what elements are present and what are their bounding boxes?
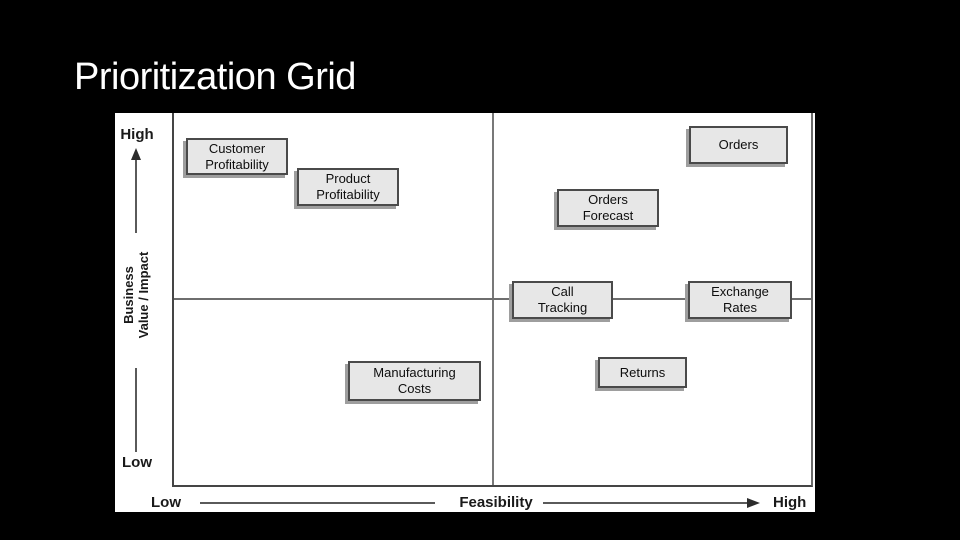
grid-box-returns: Returns xyxy=(598,357,687,388)
grid-box-orders-forecast: Orders Forecast xyxy=(557,189,659,227)
y-axis-title: Business Value / Impact xyxy=(121,251,151,339)
grid-box-label: Customer Profitability xyxy=(205,140,269,172)
grid-box-label: Orders Forecast xyxy=(582,192,634,223)
x-axis-high-label: High xyxy=(773,494,807,511)
grid-box-label: Manufacturing Costs xyxy=(373,365,456,396)
grid-box-exchange-rates: Exchange Rates xyxy=(688,281,792,319)
grid-box-product-profitability: Product Profitability xyxy=(297,168,399,206)
slide-title: Prioritization Grid xyxy=(74,56,356,98)
grid-box-label: Exchange Rates xyxy=(711,284,769,315)
y-axis-lower-line xyxy=(135,368,137,452)
prioritization-grid-diagram: High Business Value / Impact Low Low Fea… xyxy=(115,113,815,512)
y-axis-high-label: High xyxy=(120,126,154,143)
grid-box-label: Orders xyxy=(718,137,759,152)
grid-box-label: Call Tracking xyxy=(537,284,588,315)
grid-box-label: Product Profitability xyxy=(316,171,380,202)
y-axis-up-arrow-icon xyxy=(131,148,141,233)
grid-box-call-tracking: Call Tracking xyxy=(512,281,613,319)
grid-box-label: Returns xyxy=(619,364,666,380)
grid-plot-area xyxy=(172,113,813,487)
x-axis-low-label: Low xyxy=(151,494,181,511)
grid-box-orders: Orders xyxy=(689,126,788,164)
horizontal-divider-line xyxy=(174,298,811,300)
x-axis-right-arrow-icon xyxy=(543,498,760,508)
x-axis-left-line xyxy=(200,502,435,504)
y-axis-low-label: Low xyxy=(122,454,152,471)
x-axis-title: Feasibility xyxy=(459,494,533,511)
grid-box-manufacturing-costs: Manufacturing Costs xyxy=(348,361,481,401)
grid-box-customer-profitability: Customer Profitability xyxy=(186,138,288,175)
